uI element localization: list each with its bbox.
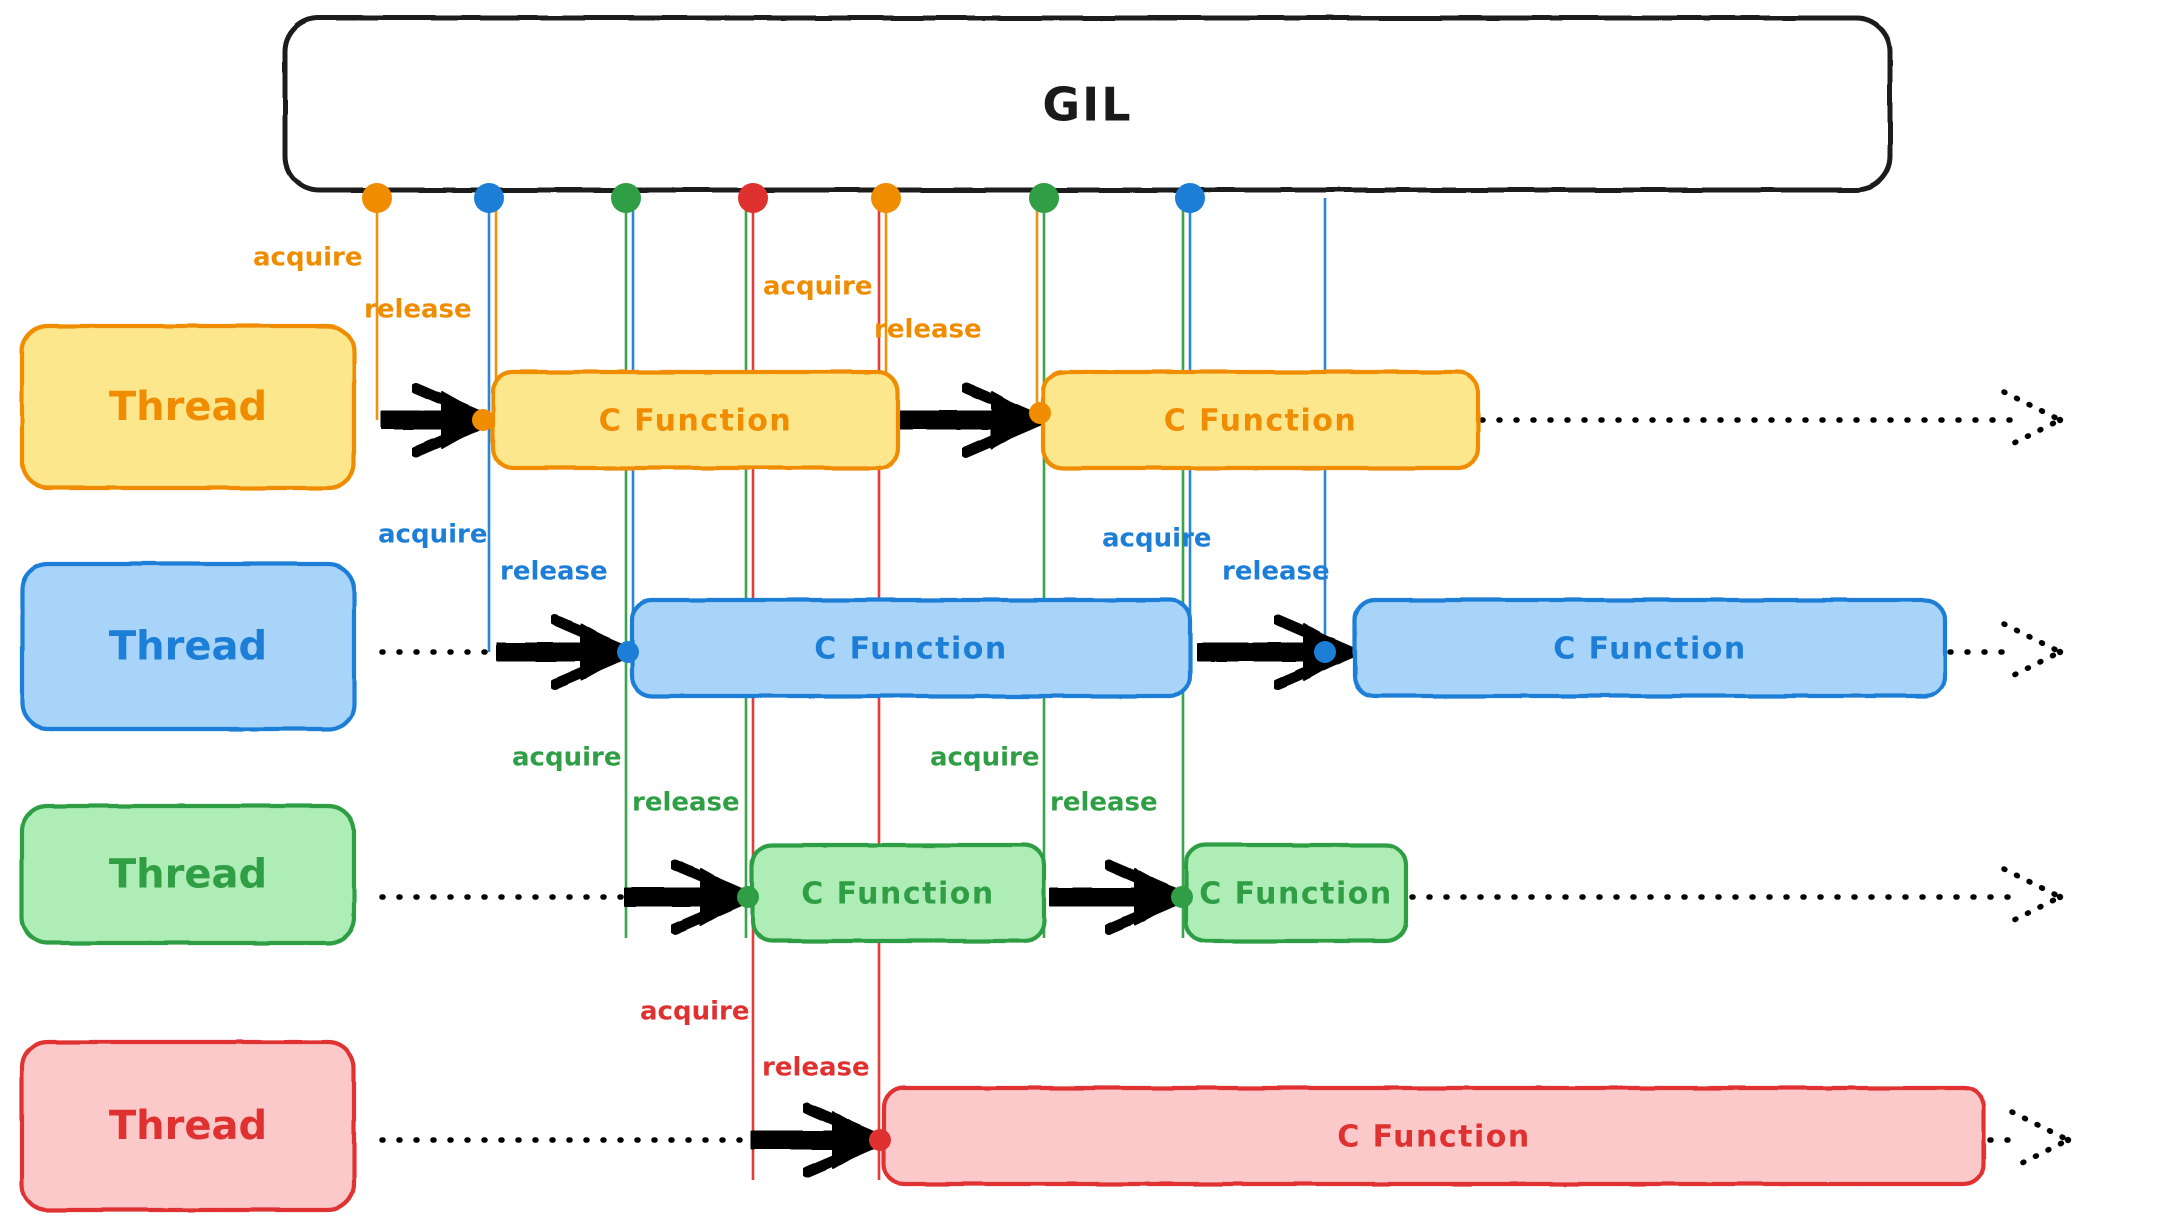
flow-arrow-arrow-2-1 [496, 623, 632, 681]
gil-lock-dots [362, 183, 1205, 213]
c-function-label-cfunc-2-1: C Function [814, 632, 1008, 667]
gil-lock-dot-dot-3 [611, 183, 641, 213]
flow-arrow-arrow-3-1 [624, 868, 752, 926]
trail-dotted-arrow-thread-3-tip [2056, 893, 2064, 901]
acquire-label-thread-4-0: acquire [640, 997, 749, 1027]
gil-lock-dot-dot-7 [1175, 183, 1205, 213]
gil-lock-dot-dot-5 [871, 183, 901, 213]
c-function-label-cfunc-1-2: C Function [1164, 404, 1358, 439]
thread-box-thread-2-shape [19, 561, 357, 732]
flow-arrow-arrow-1-2 [899, 391, 1043, 449]
thread-box-thread-4-shape [19, 1039, 357, 1213]
gil-label: GIL [1042, 78, 1132, 132]
release-label-thread-3-3: release [1050, 788, 1158, 818]
thread-row-red: Thread C Function acquire release [19, 997, 2072, 1213]
acquire-label-thread-2-0: acquire [378, 520, 487, 550]
c-function-label-cfunc-1-1: C Function [599, 404, 793, 439]
c-function-box-cfunc-2-2-shape [1352, 597, 1948, 699]
lane-entry-dot-thread-3-1 [1171, 886, 1193, 908]
trail-dotted-arrow-thread-4-head [2009, 1109, 2071, 1171]
acquire-label-thread-3-2: acquire [930, 743, 1039, 773]
release-label-thread-1-1: release [364, 295, 472, 325]
thread-label-thread-4: Thread [109, 1103, 267, 1149]
trail-dotted-arrow-thread-4-tip [2064, 1136, 2072, 1144]
trail-dotted-arrow-thread-1-tip [2056, 416, 2064, 424]
gil-bar: GIL [282, 15, 1893, 193]
gil-lock-dot-dot-2 [474, 183, 504, 213]
lane-entry-dot-thread-4-0 [869, 1129, 891, 1151]
release-label-thread-1-3: release [874, 315, 982, 345]
gil-lock-dot-dot-6 [1029, 183, 1059, 213]
thread-label-thread-3: Thread [109, 852, 267, 898]
thread-box-thread-3-shape [19, 803, 357, 946]
release-label-thread-4-1: release [762, 1053, 870, 1083]
release-label-thread-2-1: release [500, 557, 608, 587]
c-function-label-cfunc-4-1: C Function [1337, 1120, 1531, 1155]
trail-dotted-arrow-thread-3-head [2001, 866, 2063, 928]
c-function-label-cfunc-2-2: C Function [1553, 632, 1747, 667]
flow-arrow-arrow-2-2-barb [1272, 614, 1358, 690]
acquire-label-thread-3-0: acquire [512, 743, 621, 773]
trail-dotted-arrow-thread-2-tip [2056, 648, 2064, 656]
lane-entry-dot-thread-1-0 [472, 409, 494, 431]
flow-arrow-arrow-4-1 [751, 1111, 884, 1169]
c-function-label-cfunc-3-1: C Function [801, 877, 995, 912]
thread-row-blue: Thread C Function C Function acquire release… [19, 520, 2064, 732]
c-function-label-cfunc-3-2: C Function [1199, 877, 1393, 912]
lane-entry-dot-thread-2-1 [1314, 641, 1336, 663]
thread-label-thread-2: Thread [109, 624, 267, 670]
lane-entry-dot-thread-2-0 [617, 641, 639, 663]
gil-lock-dot-dot-1 [362, 183, 392, 213]
thread-label-thread-1: Thread [109, 384, 267, 430]
release-label-thread-2-3: release [1222, 557, 1330, 587]
gil-bar-shape [282, 15, 1893, 193]
thread-row-green: Thread C Function C Function acquire release… [19, 743, 2064, 946]
thread-box-thread-1-shape [19, 323, 357, 491]
lane-entry-dot-thread-3-0 [737, 886, 759, 908]
gil-lock-dot-dot-4 [738, 183, 768, 213]
trail-dotted-arrow-thread-2-head [2001, 621, 2063, 683]
lane-entry-dot-thread-1-1 [1029, 402, 1051, 424]
acquire-label-thread-1-0: acquire [253, 243, 362, 273]
acquire-label-thread-2-2: acquire [1102, 524, 1211, 554]
flow-arrow-arrow-3-2 [1049, 868, 1186, 926]
release-label-thread-3-1: release [632, 788, 740, 818]
acquire-label-thread-1-2: acquire [763, 272, 872, 302]
